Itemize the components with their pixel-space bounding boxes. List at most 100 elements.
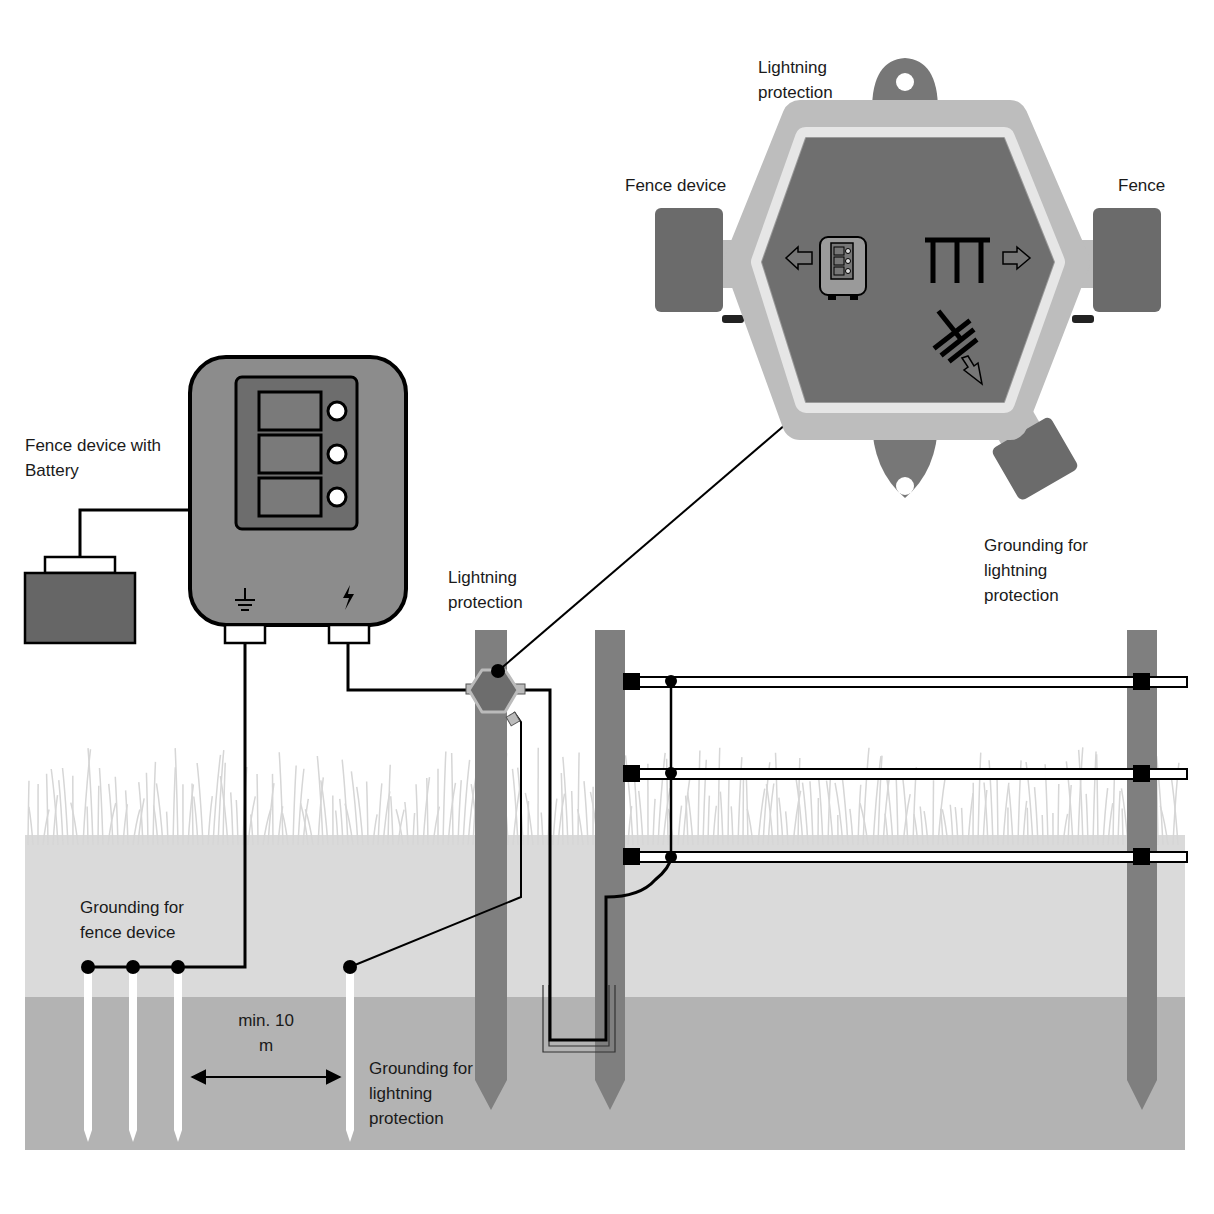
grass-blade (458, 780, 461, 845)
ground-terminal (225, 625, 265, 643)
callout-label: Lightning protection (758, 55, 858, 105)
grass-blade (1118, 791, 1120, 845)
grass-blade (336, 811, 338, 845)
grass-blade (997, 772, 998, 845)
callout-label: Lightning protection (448, 565, 548, 615)
grass-blade (932, 780, 934, 845)
grass-blade (231, 792, 233, 845)
grass-blade (728, 776, 729, 845)
grass-blade (282, 813, 288, 845)
grass-blade (1027, 808, 1029, 845)
grass-blade (1035, 787, 1038, 845)
grass-blade (373, 814, 377, 845)
grass-blade (398, 810, 404, 845)
grass-blade (115, 777, 118, 845)
grass-blade (156, 783, 163, 845)
grass-blade (443, 752, 446, 845)
grass-blade (191, 783, 193, 845)
grass-blade (885, 814, 888, 845)
grass-blade (167, 812, 168, 845)
grass-blade (109, 784, 113, 845)
fence-wire (348, 643, 472, 690)
grass-blade (818, 775, 823, 845)
rod-clamps (81, 960, 357, 974)
grass-blade (1170, 769, 1178, 845)
grass-blade (886, 772, 893, 845)
grass-blade (938, 778, 945, 845)
ground-rods (84, 967, 354, 1142)
grass-blade (883, 775, 890, 845)
grass-blade (321, 780, 328, 845)
grass-blade (1078, 747, 1083, 845)
lightning-protector-small (466, 670, 525, 726)
grass-blade (678, 806, 682, 845)
grass-blade (396, 809, 403, 845)
grass-blade (512, 769, 518, 845)
grass-blade (634, 777, 638, 845)
zoom-dot (491, 664, 505, 678)
grass-blade (248, 796, 255, 845)
grass-blade (97, 786, 99, 845)
grass-blade (1093, 752, 1096, 845)
panel-buttons (259, 392, 346, 516)
grass-blade (251, 815, 253, 845)
grass-blade (810, 781, 813, 845)
fence-device (190, 357, 406, 625)
fence-wires (625, 677, 1187, 862)
grass-blade (950, 805, 953, 845)
grass-blade (803, 783, 808, 845)
grass-blade (718, 748, 720, 845)
callout-label: Fence (1118, 173, 1198, 198)
grass-blade (796, 777, 803, 845)
grass-blade (837, 815, 839, 845)
grass-blade (126, 790, 128, 845)
grass-blade (427, 778, 428, 845)
lightning-symbol (343, 585, 354, 610)
grass-blade (1097, 754, 1098, 845)
grass-blade (188, 784, 193, 845)
post (595, 630, 625, 1110)
grass-blade (742, 778, 744, 845)
grass-blade (541, 813, 543, 845)
callout-label: Grounding for lightning protection (369, 1056, 473, 1131)
grass-blade (1121, 809, 1123, 845)
grass-blade (47, 774, 48, 845)
dimension-arrow (192, 1076, 340, 1078)
grass-blade (1108, 803, 1113, 845)
grass-blade (1063, 814, 1068, 845)
grass-blade (1113, 775, 1114, 845)
callout-label: Grounding for lightning protection (984, 533, 1088, 608)
grass-blade (272, 774, 274, 845)
callout-label: Fence device (625, 173, 745, 198)
grass-blade (776, 753, 778, 845)
grass-blade (208, 796, 212, 845)
post (1127, 630, 1157, 1110)
grass-blade (1041, 815, 1043, 845)
grass-blade (731, 806, 733, 845)
grass-blade (1057, 784, 1059, 845)
grass-blade (378, 783, 382, 845)
grass-blade (713, 806, 716, 845)
grass-blade (351, 771, 358, 845)
grass-blade (1023, 801, 1027, 845)
battery-clamp (45, 557, 115, 573)
grass-blade (197, 763, 203, 845)
grass-blade (720, 792, 723, 845)
grass-blade (766, 784, 773, 845)
grass-blade (317, 756, 323, 845)
grass-blade (413, 813, 415, 845)
grass-blade (256, 774, 258, 845)
grass-blade (860, 803, 868, 845)
grass-blade (194, 797, 198, 845)
callout-label: Grounding for fence device (80, 895, 200, 945)
grass-blade (416, 784, 418, 845)
grass-blade (423, 777, 429, 845)
grass-blade (236, 800, 238, 845)
grass-blade (835, 783, 843, 845)
grass-blade (972, 783, 974, 845)
grass-blade (340, 799, 343, 845)
joints (665, 675, 677, 863)
grass-blade (746, 772, 748, 845)
grass-blade (391, 796, 393, 845)
